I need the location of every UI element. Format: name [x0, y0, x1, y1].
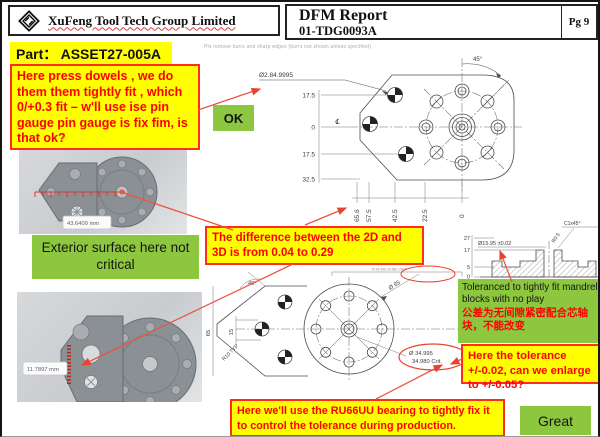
dim-label: 32.5 [302, 177, 315, 184]
note-toleranced-en: Toleranced to tightly fit mandrel blocks… [462, 282, 598, 305]
measurement-value: 11.7897 mm [27, 367, 59, 373]
chamfer-label: C1x45° [564, 221, 580, 227]
dim-label: 17.5 [302, 93, 315, 100]
crit-dim-bottom: 34.980 Crit. [412, 359, 442, 365]
render-bottom-photo: 11.7897 mm [17, 292, 202, 411]
note-exterior-surface: Exterior surface here not critical [32, 235, 199, 279]
crit-dim-top: Ø 34.995 [409, 351, 433, 357]
note-tolerance-question: Here the tolerance +/-0.02, can we enlar… [461, 344, 598, 391]
render-top-part: 43.6400 mm [34, 156, 158, 230]
dim-label: 27 [464, 236, 470, 242]
top-2d-drawing: Ø2.84.9995 45° ℄ 17.5 0 17.5 32.5 65.6 5… [259, 57, 522, 222]
note-toleranced-fit: Toleranced to tightly fit mandrel blocks… [458, 279, 598, 343]
doc-number: 01-TDG0093A [299, 24, 377, 38]
note-press-dowels: Here press dowels , we do them them tigh… [10, 64, 200, 150]
measure-point [119, 189, 125, 195]
radius-label: R10 TYP [221, 343, 240, 362]
dim-label: 0 [311, 125, 315, 132]
dim-label: 17 [464, 248, 470, 254]
dim-label: 5 [467, 265, 470, 271]
crit-dim-highlight-ellipse [398, 343, 468, 371]
note-toleranced-cn: 公差为无间隙紧密配合芯轴块，不能改变 [462, 306, 588, 332]
company-logo-icon [18, 9, 40, 32]
dim-label: 0 [467, 275, 470, 281]
dim-label: 22.5 [422, 209, 429, 222]
dim-label: 42.5 [392, 209, 399, 222]
dowel-holes [362, 87, 414, 162]
top-dim-highlight-ellipse [400, 265, 456, 283]
great-badge: Great [520, 406, 591, 435]
drawing-general-note: Pls remove burrs and sharp edges (burrs … [204, 44, 372, 50]
ruler-measurement [34, 191, 125, 197]
note-bearing: Here we'll use the RU66UU bearing to tig… [230, 399, 505, 436]
page-number: Pg 9 [568, 16, 590, 28]
company-name: XuFeng Tool Tech Group Limited [48, 12, 236, 28]
dim-label: 57.5 [366, 209, 373, 222]
radius-label: R0.5 [551, 232, 562, 244]
render-bottom-part: 11.7897 mm [22, 315, 197, 411]
angle-label: 45° [473, 57, 483, 63]
measurement-value: 43.6400 mm [67, 221, 99, 227]
header-company-cell: XuFeng Tool Tech Group Limited [8, 5, 280, 36]
angle-label: 45° [248, 281, 257, 287]
dim-label: 65.6 [354, 209, 361, 222]
diameter-label: Ø 65 [388, 280, 402, 292]
dim-label: 0 [459, 214, 466, 218]
dim-label: 17.5 [302, 152, 315, 159]
note-2d-3d-difference: The difference between the 2D and 3D is … [205, 226, 424, 265]
ok-badge: OK [213, 105, 254, 131]
centerline-symbol: ℄ [335, 118, 340, 126]
dim-label: 65 [206, 330, 212, 336]
bore-dim-label: Ø15.95 ±0.02 [478, 241, 511, 247]
hole-dim-label: Ø2.84.9995 [259, 72, 293, 79]
header-title-cell: DFM Report 01-TDG0093A Pg 9 [285, 4, 598, 40]
report-title: DFM Report [299, 7, 388, 24]
top-dim-note: Ø 34.995 34.980 CRIT [372, 268, 406, 272]
part-number-label: Part： ASSET27-005A [10, 42, 172, 66]
bottom-2d-drawing: 45° 65 15 R10 TYP Ø 65 Ø 34.995 34.980 C… [206, 265, 468, 381]
render-top-photo: 43.6400 mm [19, 150, 187, 234]
dim-label: 15 [229, 329, 235, 335]
